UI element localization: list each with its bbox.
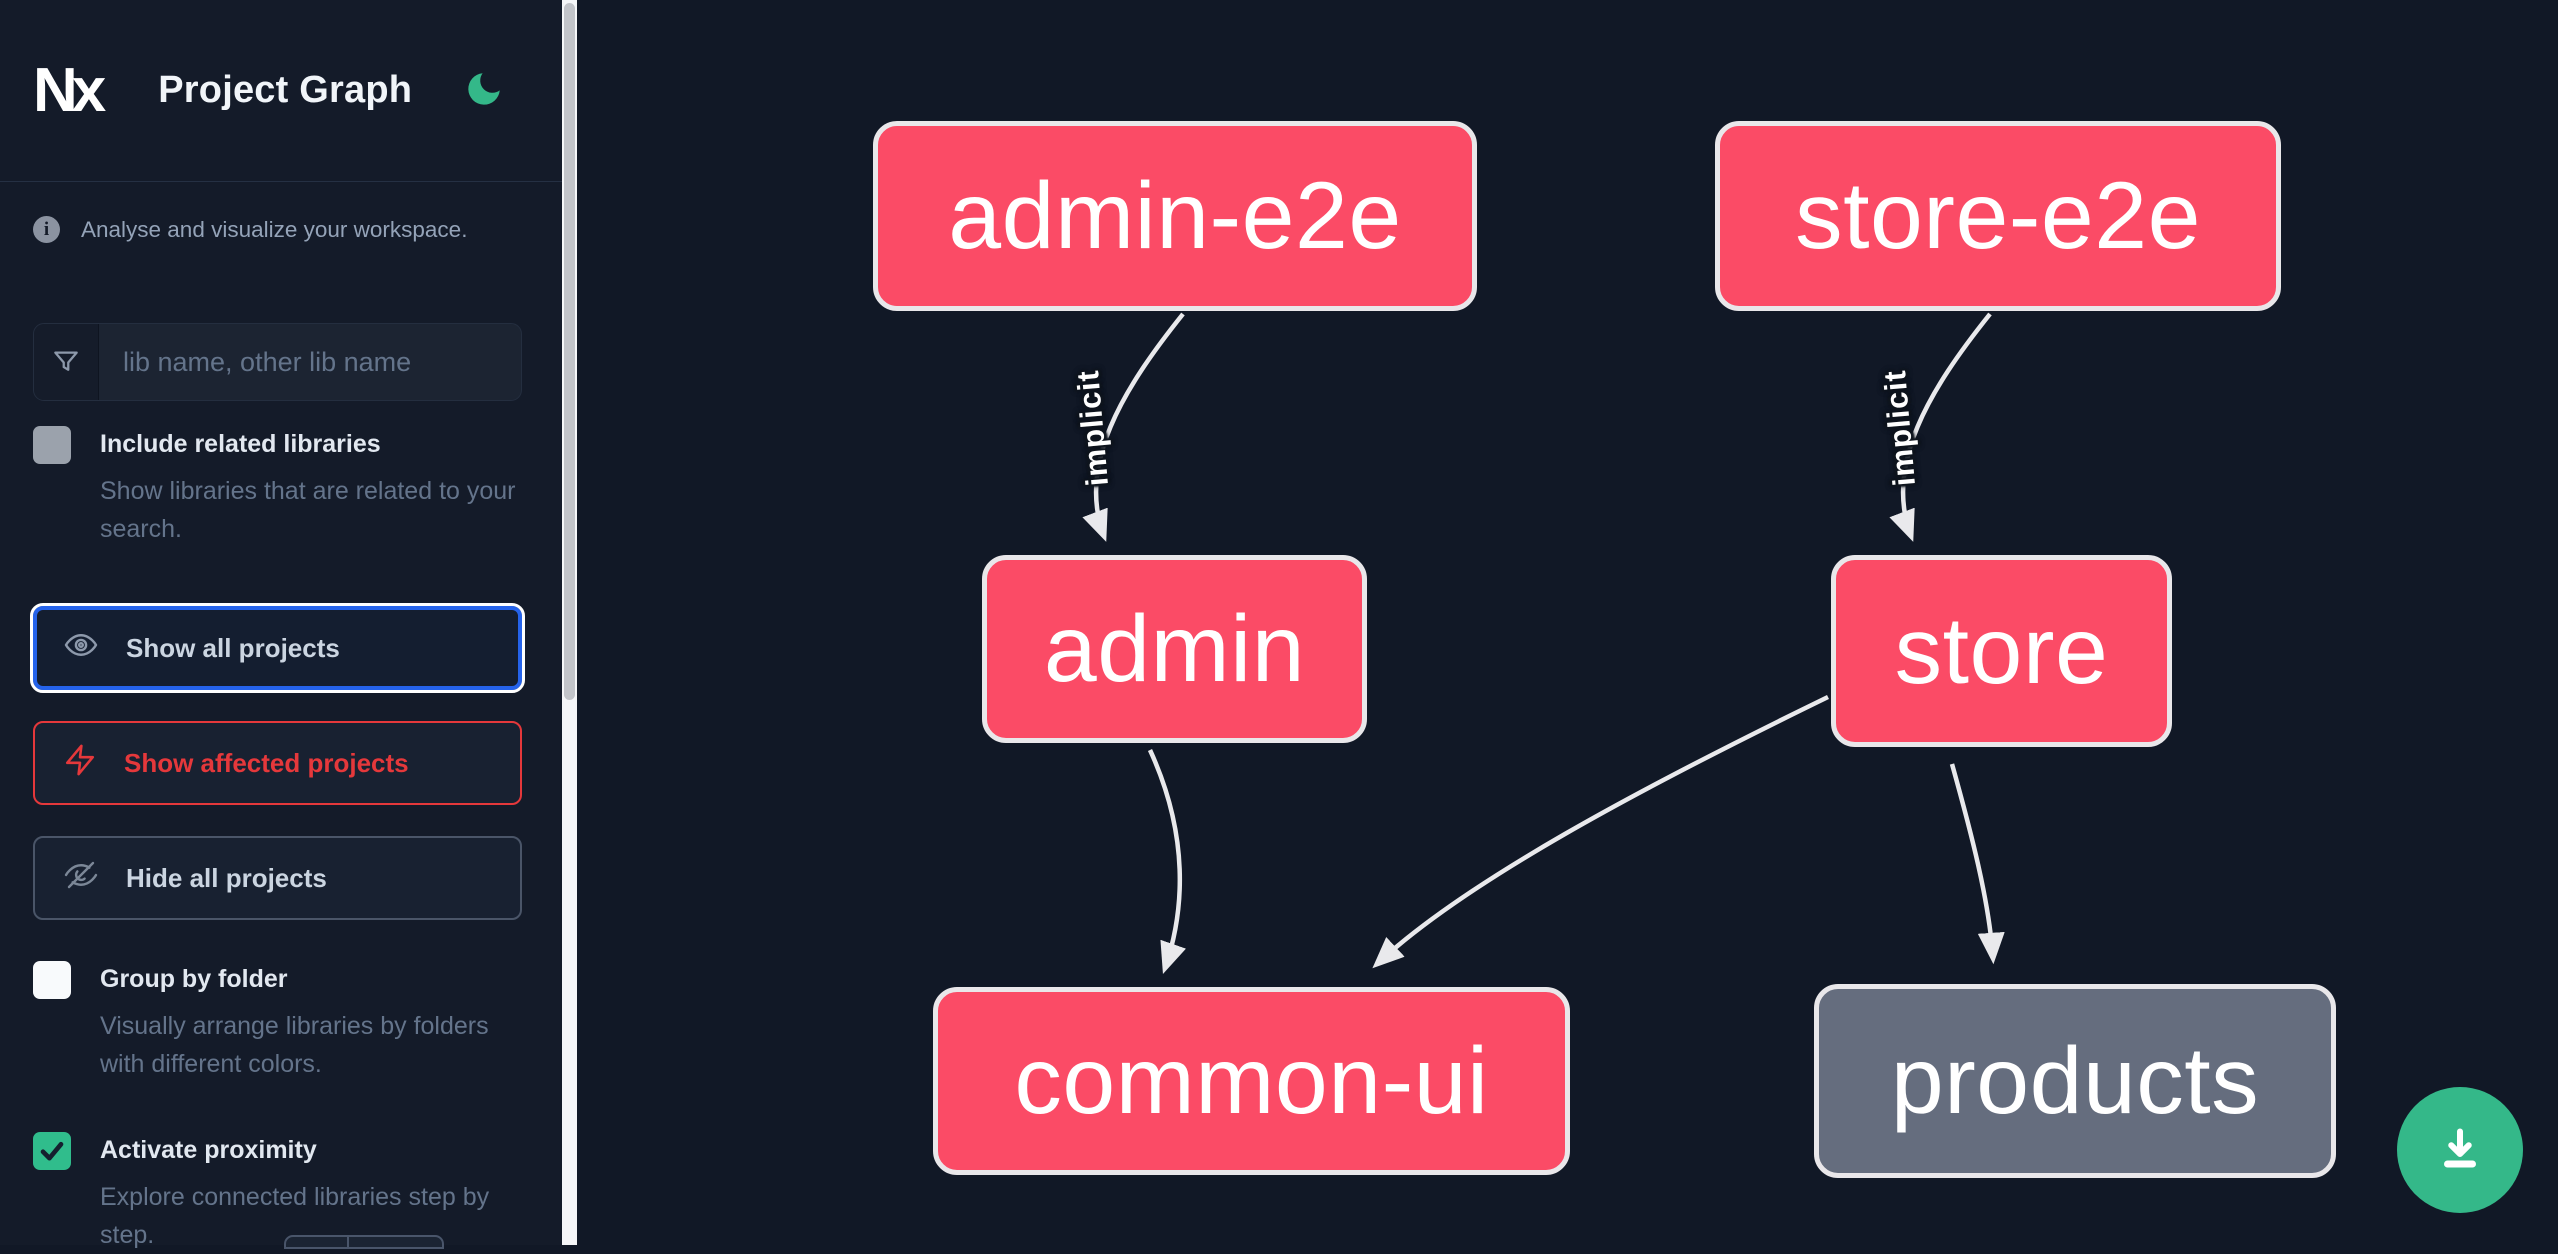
edge-store-e2e-to-store <box>1889 312 1992 542</box>
group-by-folder-checkbox[interactable] <box>33 961 71 999</box>
activate-proximity-checkbox[interactable] <box>33 1132 71 1170</box>
show-all-projects-label: Show all projects <box>126 632 340 663</box>
project-graph-canvas[interactable]: admin-e2e store-e2e admin store common-u… <box>577 0 2558 1245</box>
graph-node-admin-e2e[interactable]: admin-e2e <box>873 121 1477 311</box>
download-image-button[interactable] <box>2397 1087 2523 1213</box>
info-text: Analyse and visualize your workspace. <box>81 216 468 242</box>
edge-store-to-products <box>1949 763 2005 965</box>
edge-admin-to-common-ui <box>1147 749 1186 974</box>
dependency-edges <box>1082 312 2005 974</box>
hide-all-projects-label: Hide all projects <box>126 862 327 893</box>
search-input[interactable] <box>99 324 521 400</box>
graph-node-products[interactable]: products <box>1814 984 2336 1178</box>
eye-icon <box>63 627 99 670</box>
info-icon: i <box>33 216 60 243</box>
activate-proximity-row: Activate proximity Explore connected lib… <box>33 1129 522 1254</box>
graph-node-common-ui[interactable]: common-ui <box>933 987 1570 1175</box>
include-related-label[interactable]: Include related libraries <box>100 430 381 458</box>
proximity-depth-stepper[interactable] <box>284 1235 444 1249</box>
edge-store-to-common-ui <box>1372 694 1829 969</box>
sidebar-scrollbar-track[interactable] <box>562 0 577 1245</box>
graph-node-store-e2e[interactable]: store-e2e <box>1715 121 2281 311</box>
show-all-projects-button[interactable]: Show all projects <box>30 603 525 693</box>
show-affected-projects-button[interactable]: Show affected projects <box>33 721 522 805</box>
edge-admin-e2e-to-admin <box>1082 312 1185 542</box>
show-affected-projects-label: Show affected projects <box>124 747 409 778</box>
hide-all-projects-button[interactable]: Hide all projects <box>33 836 522 920</box>
include-related-row: Include related libraries Show libraries… <box>33 423 522 548</box>
eye-off-icon <box>63 857 99 900</box>
graph-node-store[interactable]: store <box>1831 555 2172 747</box>
download-icon <box>2430 1119 2490 1182</box>
group-by-folder-label[interactable]: Group by folder <box>100 965 288 993</box>
group-by-folder-row: Group by folder Visually arrange librari… <box>33 958 522 1083</box>
stepper-decrement[interactable] <box>286 1237 349 1247</box>
theme-toggle-button[interactable] <box>462 69 506 113</box>
nx-logo: Nx <box>33 55 106 125</box>
sidebar-scrollbar-thumb[interactable] <box>564 3 575 700</box>
page-title: Project Graph <box>158 69 413 111</box>
sidebar: Nx Project Graph i Analyse and visualize… <box>0 0 562 1249</box>
sidebar-header: Nx Project Graph <box>0 0 562 182</box>
moon-icon <box>463 68 505 113</box>
group-by-folder-description: Visually arrange libraries by folders wi… <box>100 1012 489 1078</box>
search-box <box>33 323 522 401</box>
filter-funnel-icon <box>34 324 99 400</box>
include-related-description: Show libraries that are related to your … <box>100 477 516 543</box>
workspace-info: i Analyse and visualize your workspace. <box>33 216 529 243</box>
lightning-bolt-icon <box>63 743 97 784</box>
include-related-checkbox[interactable] <box>33 426 71 464</box>
graph-node-admin[interactable]: admin <box>982 555 1367 743</box>
activate-proximity-description: Explore connected libraries step by step… <box>100 1183 490 1249</box>
activate-proximity-label[interactable]: Activate proximity <box>100 1136 317 1164</box>
